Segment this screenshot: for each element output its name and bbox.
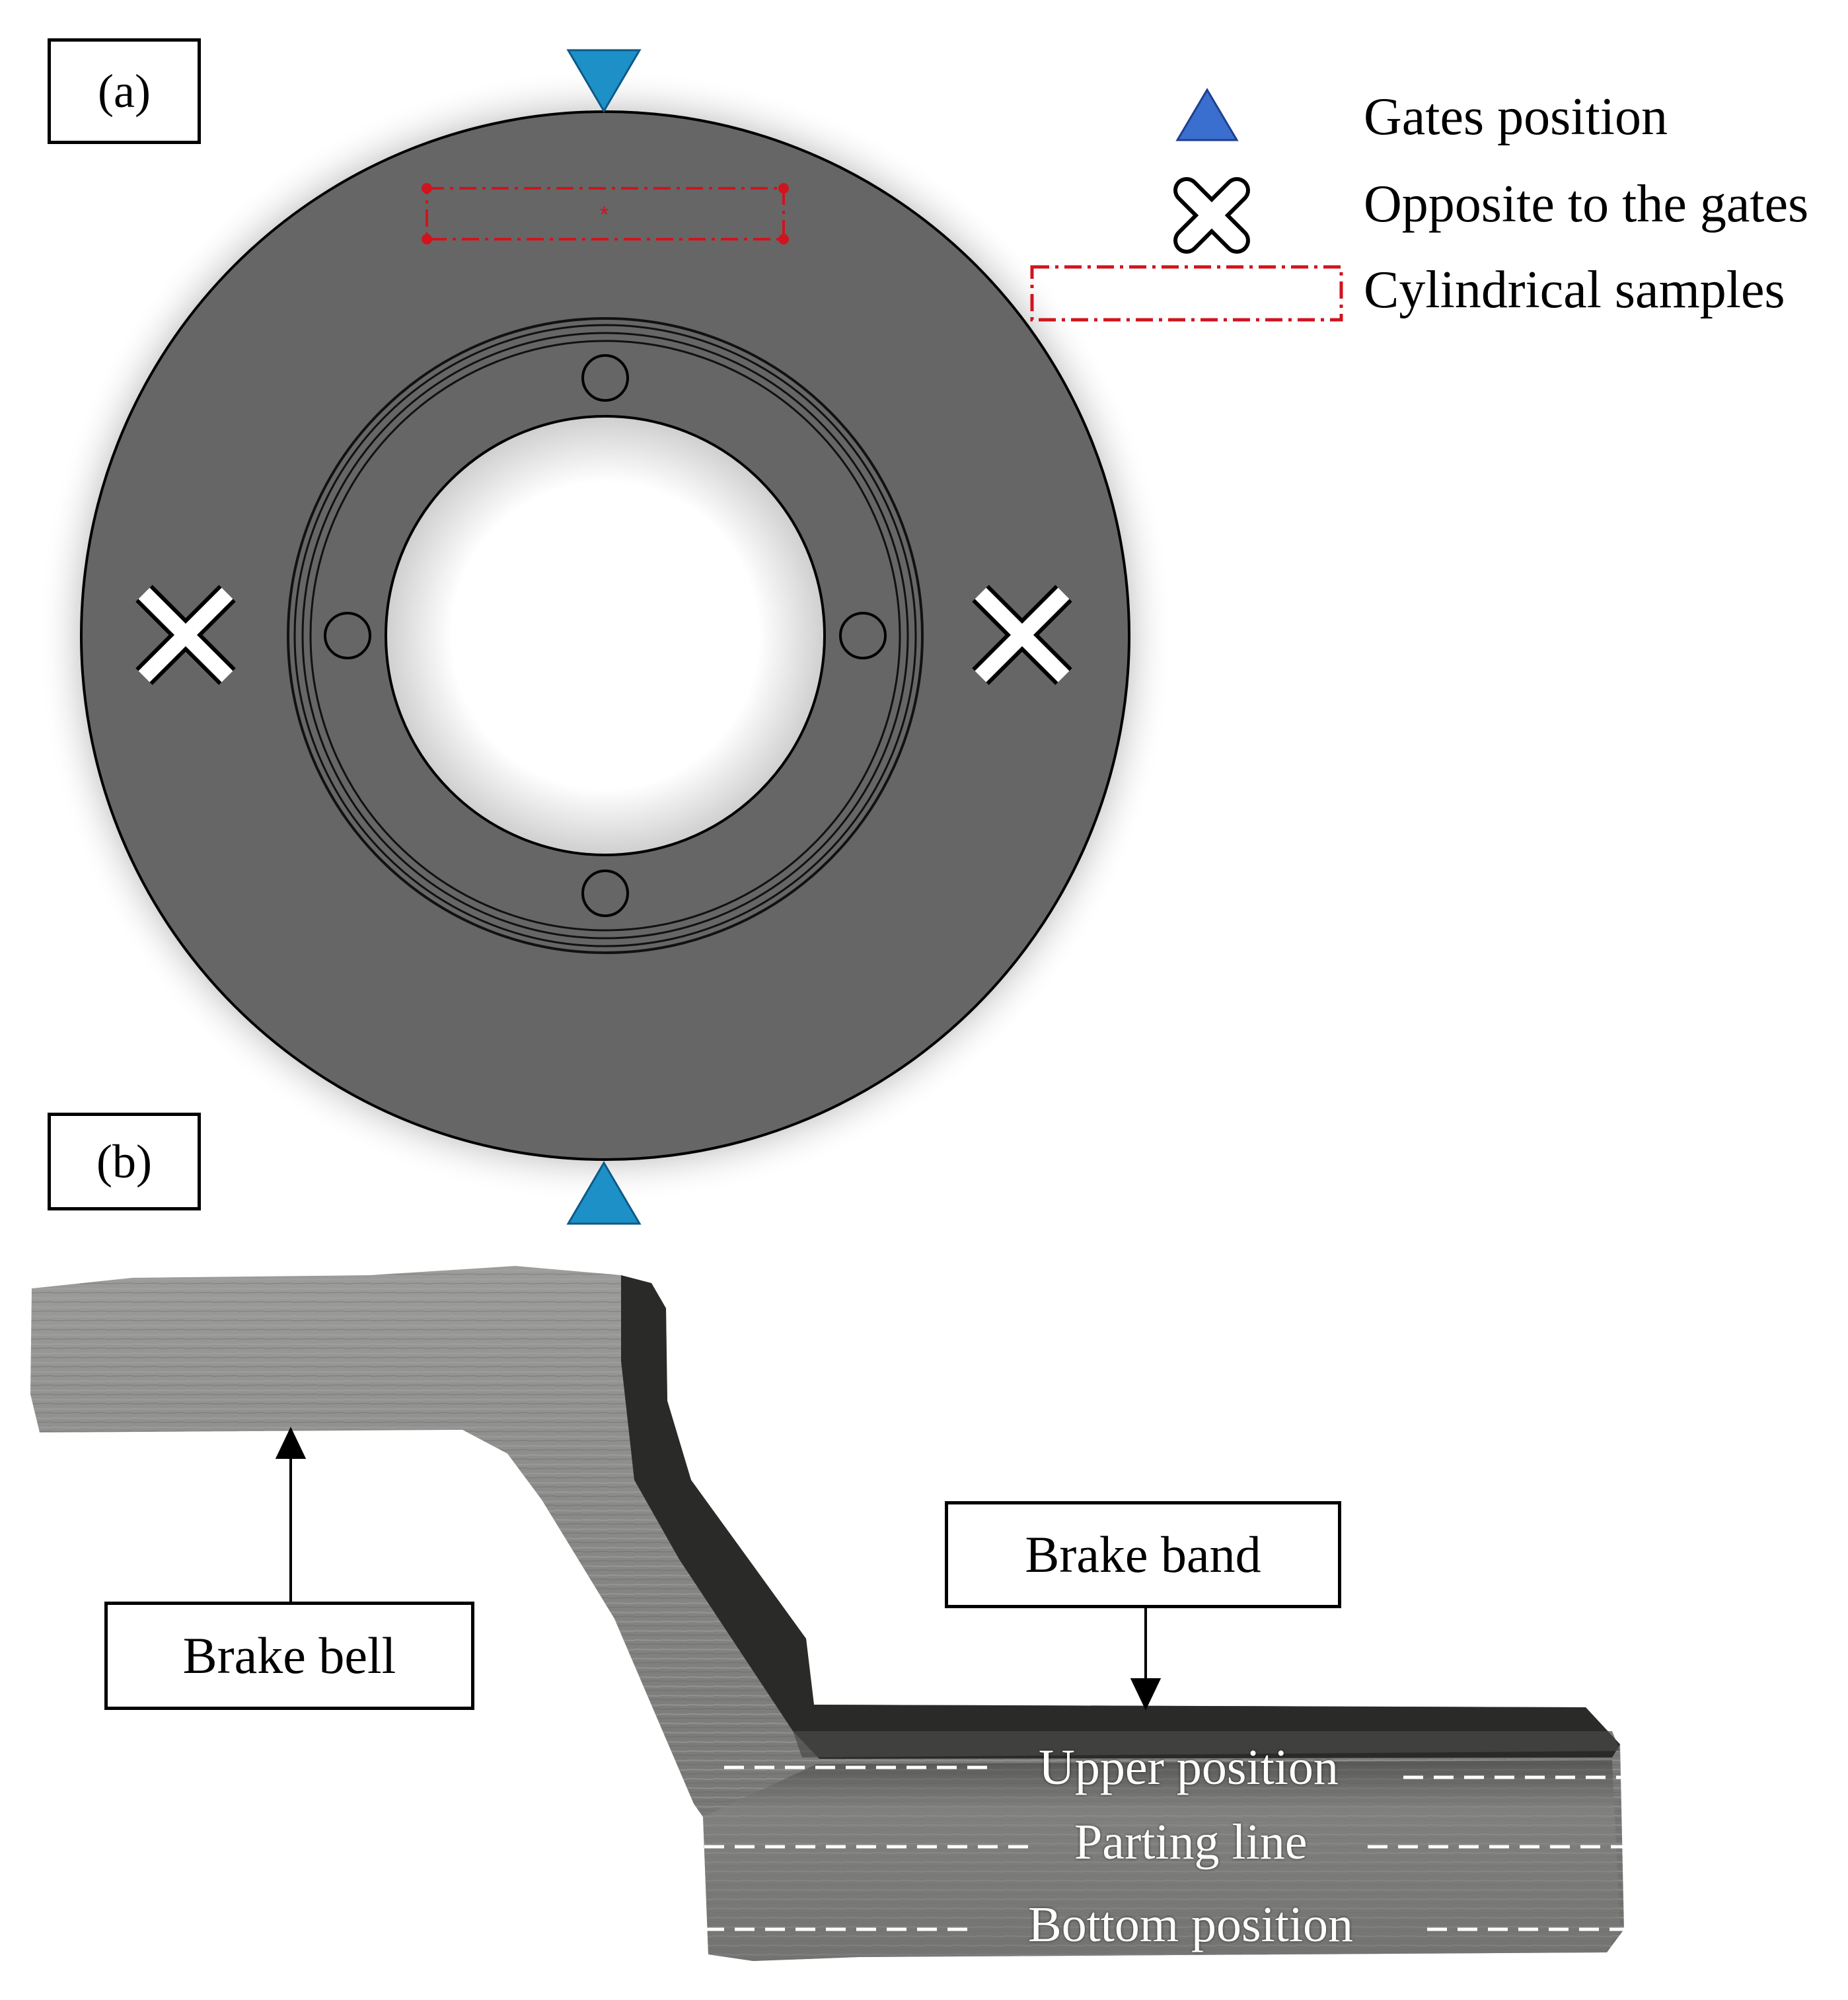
- disc-top-view: *: [37, 49, 1173, 1225]
- bolt-hole-left: [324, 612, 371, 659]
- upper-position-label: Upper position: [1039, 1740, 1339, 1795]
- casting-dark-edge: [621, 1275, 1620, 1759]
- sample-location-rect: *: [422, 183, 789, 244]
- bolt-hole-right: [839, 612, 887, 659]
- bolt-hole-top: [581, 354, 629, 402]
- panel-a-label: (a): [48, 38, 201, 144]
- disc-center-hole: [385, 415, 826, 856]
- brake-bell-label: Brake bell: [104, 1602, 474, 1710]
- svg-text:*: *: [600, 202, 609, 227]
- callout-arrows: [275, 1426, 1162, 1711]
- legend-gate-triangle-icon: [1175, 88, 1239, 141]
- brake-band-label: Brake band: [945, 1501, 1341, 1608]
- legend-opposite-gates: Opposite to the gates: [1364, 175, 1809, 233]
- gate-top-icon: [566, 49, 642, 113]
- legend-gates-position: Gates position: [1364, 88, 1668, 146]
- legend-sample-rect-icon: [1030, 265, 1343, 322]
- legend: [1030, 88, 1343, 322]
- panel-b-label: (b): [48, 1113, 201, 1210]
- bolt-hole-bottom: [581, 870, 629, 917]
- bolt-holes: [324, 354, 887, 917]
- parting-line-label: Parting line: [1074, 1814, 1308, 1870]
- legend-cylindrical-samples: Cylindrical samples: [1364, 261, 1785, 319]
- casting-cross-section: [30, 1266, 1624, 1961]
- gate-bottom-icon: [566, 1161, 642, 1225]
- bottom-position-label: Bottom position: [1028, 1897, 1353, 1952]
- position-lines: [704, 1765, 1627, 1931]
